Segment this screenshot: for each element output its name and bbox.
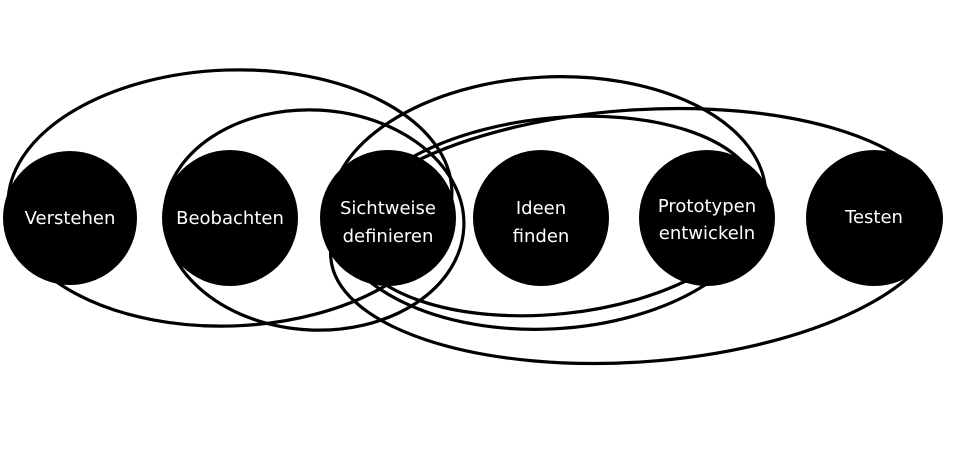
node-beobachten: Beobachten <box>162 150 298 286</box>
node-label: Beobachten <box>176 208 284 229</box>
node-prototypen: Prototypen entwickeln <box>639 150 775 286</box>
node-label-line1: Prototypen <box>658 196 756 217</box>
node-label: Testen <box>844 207 903 228</box>
node-label-line1: Sichtweise <box>340 198 436 219</box>
node-label: Verstehen <box>25 208 116 229</box>
node-verstehen: Verstehen <box>3 151 137 285</box>
node-label-line1: Ideen <box>516 198 566 219</box>
node-ideen: Ideen finden <box>473 150 609 286</box>
node-label-line2: definieren <box>343 226 434 247</box>
node-testen: Testen <box>806 150 942 286</box>
node-label-line2: finden <box>513 226 570 247</box>
node-label-line2: entwickeln <box>659 223 755 244</box>
node-sichtweise: Sichtweise definieren <box>320 150 456 286</box>
